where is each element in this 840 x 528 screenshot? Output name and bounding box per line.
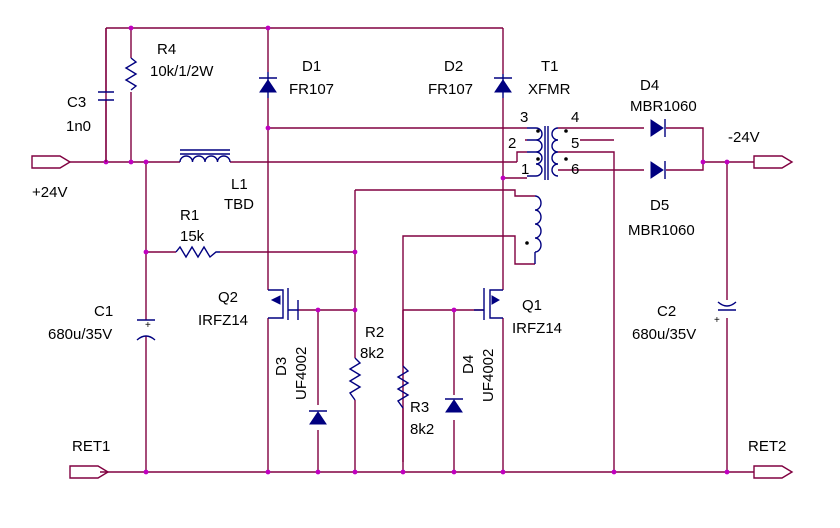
c2-polarity: + (714, 315, 720, 326)
junction (611, 469, 617, 475)
junction (143, 469, 149, 475)
t1-pin: 2 (508, 135, 516, 152)
resistor-r4: R4 10k/1/2W (124, 41, 214, 91)
inductor-l1: L1 TBD (179, 149, 254, 213)
resistor-r3: R3 8k2 (396, 365, 434, 438)
junction (700, 159, 706, 165)
junction (315, 307, 321, 313)
phase-dot (536, 129, 540, 133)
port-ret2-label: RET2 (748, 438, 786, 455)
diode-d4-output: D4 MBR1060 (630, 77, 697, 137)
junctions (103, 25, 730, 475)
diode-d3: D3 UF4002 (273, 347, 327, 425)
junction (265, 25, 271, 31)
junction (451, 469, 457, 475)
mosfet-q2: Q2 IRFZ14 (198, 288, 299, 329)
phase-dot (564, 129, 568, 133)
d3-value: UF4002 (293, 347, 310, 400)
t1-pin: 5 (571, 135, 579, 152)
capacitor-c3: C3 1n0 (66, 28, 114, 162)
d4-output-value: MBR1060 (630, 98, 697, 115)
junction (500, 469, 506, 475)
junction (352, 249, 358, 255)
c1-polarity: + (145, 320, 151, 331)
port-vin: +24V (31, 155, 72, 201)
junction (451, 307, 457, 313)
c2-value: 680u/35V (632, 326, 696, 343)
d4-clamp-ref: D4 (460, 355, 477, 374)
r1-value: 15k (180, 228, 205, 245)
port-ret1: RET1 (69, 438, 110, 479)
junction (400, 469, 406, 475)
junction (143, 159, 149, 165)
t1-pin: 1 (521, 161, 529, 178)
d1-value: FR107 (289, 81, 334, 98)
d2-ref: D2 (444, 58, 463, 75)
t1-pin: 6 (571, 161, 579, 178)
diode-d4-clamp: D4 UF4002 (445, 349, 497, 413)
d3-ref: D3 (273, 357, 290, 376)
transformer-t1: T1 XFMR 3 2 1 4 5 6 (508, 58, 579, 264)
r2-ref: R2 (365, 324, 384, 341)
junction (265, 125, 271, 131)
q2-ref: Q2 (218, 289, 238, 306)
d4-clamp-value: UF4002 (480, 349, 497, 402)
junction (500, 175, 506, 181)
junction (315, 469, 321, 475)
junction (265, 469, 271, 475)
c3-ref: C3 (67, 94, 86, 111)
junction (724, 469, 730, 475)
l1-value: TBD (224, 196, 254, 213)
d1-ref: D1 (302, 58, 321, 75)
r2-value: 8k2 (360, 345, 384, 362)
port-ret1-label: RET1 (72, 438, 110, 455)
resistor-r2: R2 8k2 (348, 324, 384, 401)
diode-d2: D2 FR107 (428, 58, 512, 98)
capacitor-c2: + C2 680u/35V (632, 301, 737, 343)
port-vout-label: -24V (728, 129, 760, 146)
t1-ref: T1 (541, 58, 559, 75)
diode-d5: D5 MBR1060 (628, 161, 695, 239)
junction (143, 249, 149, 255)
c1-value: 680u/35V (48, 326, 112, 343)
c3-value: 1n0 (66, 118, 91, 135)
c1-ref: C1 (94, 303, 113, 320)
port-vout: -24V (728, 129, 794, 169)
junction (352, 469, 358, 475)
port-ret2: RET2 (748, 438, 794, 479)
junction (352, 307, 358, 313)
phase-dot (525, 241, 529, 245)
c2-ref: C2 (657, 303, 676, 320)
port-vin-label: +24V (32, 184, 67, 201)
diode-d1: D1 FR107 (259, 58, 334, 98)
t1-pin: 4 (571, 109, 579, 126)
q1-value: IRFZ14 (512, 320, 562, 337)
mosfet-q1: Q1 IRFZ14 (474, 288, 562, 337)
d5-value: MBR1060 (628, 222, 695, 239)
capacitor-c1: + C1 680u/35V (48, 303, 156, 343)
junction (128, 25, 134, 31)
junction (128, 159, 134, 165)
l1-ref: L1 (231, 176, 248, 193)
q2-value: IRFZ14 (198, 312, 248, 329)
r4-ref: R4 (157, 41, 176, 58)
r1-ref: R1 (180, 207, 199, 224)
wires (70, 27, 754, 473)
junction (724, 159, 730, 165)
d2-value: FR107 (428, 81, 473, 98)
phase-dot (564, 157, 568, 161)
r3-ref: R3 (410, 399, 429, 416)
phase-dot (536, 157, 540, 161)
t1-pin: 3 (520, 109, 528, 126)
resistor-r1: R1 15k (175, 207, 220, 259)
r3-value: 8k2 (410, 421, 434, 438)
q1-ref: Q1 (522, 297, 542, 314)
r4-value: 10k/1/2W (150, 63, 214, 80)
t1-value: XFMR (528, 81, 571, 98)
d4-output-ref: D4 (640, 77, 659, 94)
d5-ref: D5 (650, 197, 669, 214)
